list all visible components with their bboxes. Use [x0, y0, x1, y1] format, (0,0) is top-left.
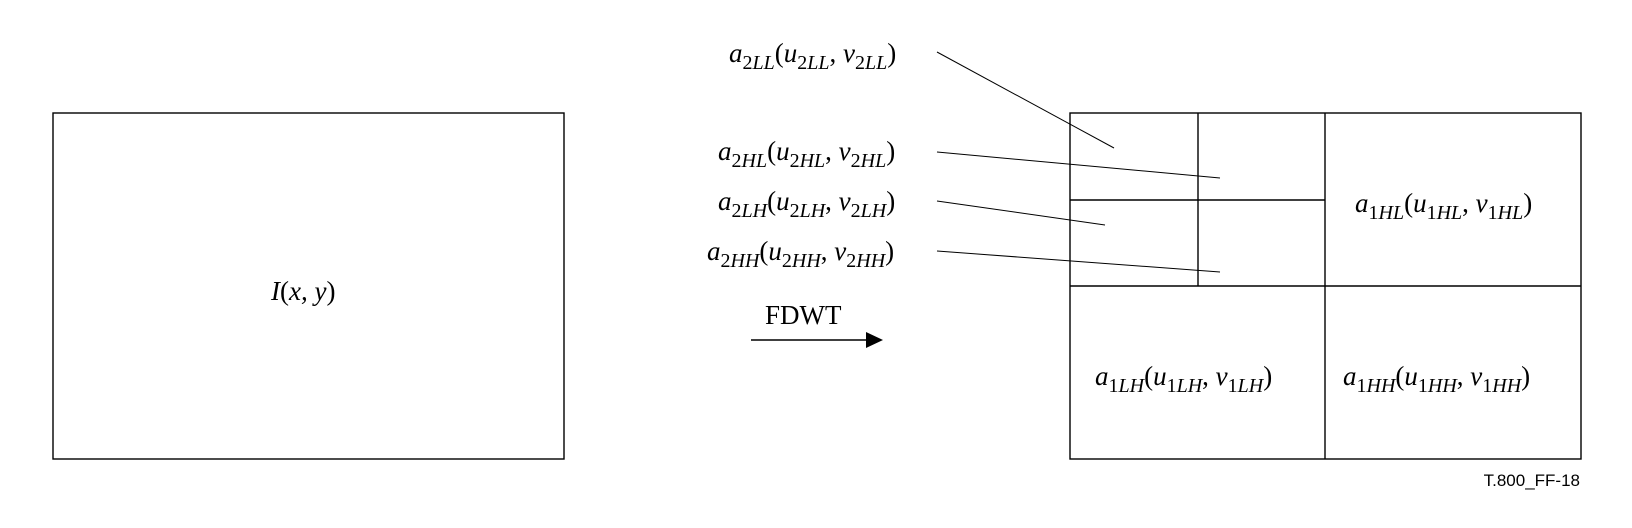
- subband-2ll-label: a2LL(u2LL, v2LL): [729, 38, 896, 74]
- subband-1hl-label: a1HL(u1HL, v1HL): [1355, 188, 1532, 224]
- leader-line-2ll: [936, 51, 1115, 149]
- subband-1hh-label: a1HH(u1HH, v1HH): [1343, 361, 1530, 397]
- subband-grid: [1069, 112, 1582, 460]
- fdwt-arrow-head: [866, 332, 883, 348]
- leader-line-2hl: [936, 151, 1221, 179]
- input-image-label: I(x, y): [270, 276, 335, 306]
- leader-line-2lh: [936, 200, 1106, 226]
- input-image-box: [52, 112, 565, 460]
- fdwt-label: FDWT: [765, 300, 842, 330]
- leader-line-2hh: [936, 250, 1221, 273]
- subband-2hl-label: a2HL(u2HL, v2HL): [718, 136, 895, 172]
- subband-2lh-label: a2LH(u2LH, v2LH): [718, 186, 895, 222]
- subband-2hh-label: a2HH(u2HH, v2HH): [707, 236, 894, 272]
- figure-id: T.800_FF-18: [1484, 471, 1580, 490]
- subband-1lh-label: a1LH(u1LH, v1LH): [1095, 361, 1272, 397]
